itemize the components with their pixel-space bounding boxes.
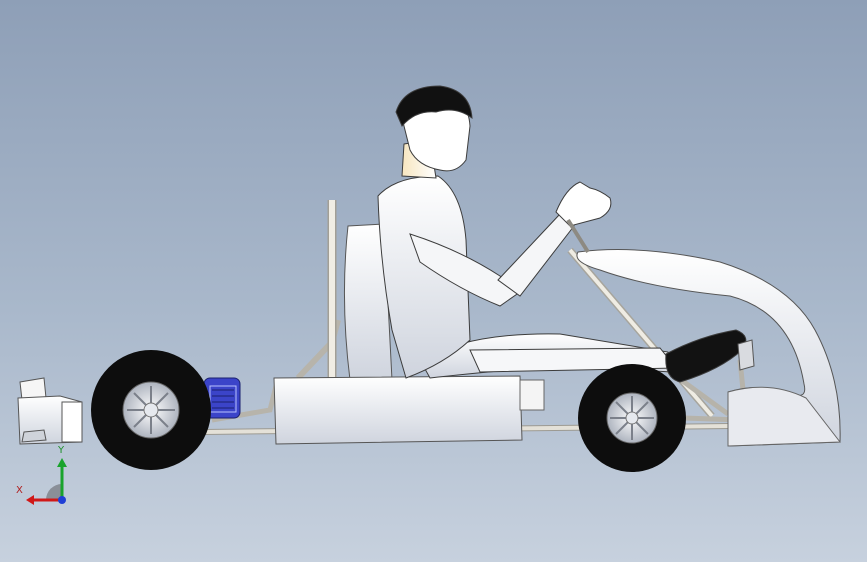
rear-bumper[interactable] <box>17 377 83 445</box>
coordinate-triad: X Y <box>14 446 74 508</box>
pedal[interactable] <box>737 339 755 371</box>
side-pod-plate <box>519 379 545 411</box>
driver-hair <box>395 85 473 127</box>
driver-hand <box>555 181 612 227</box>
driver-shoe <box>665 329 747 383</box>
driver-forearm <box>497 213 575 297</box>
x-axis-label: X <box>16 485 23 496</box>
rear-wheel[interactable] <box>91 350 211 470</box>
side-pod[interactable] <box>273 375 523 445</box>
steering-column[interactable] <box>566 218 590 254</box>
front-bumper[interactable] <box>727 386 841 447</box>
driver-figure[interactable] <box>377 85 747 383</box>
driver-arm <box>409 233 521 307</box>
front-wheel[interactable] <box>578 364 686 472</box>
y-axis-label: Y <box>58 445 65 456</box>
electric-motor[interactable] <box>203 377 241 419</box>
z-axis-dot <box>58 496 66 504</box>
triad-quadrant <box>46 484 62 500</box>
